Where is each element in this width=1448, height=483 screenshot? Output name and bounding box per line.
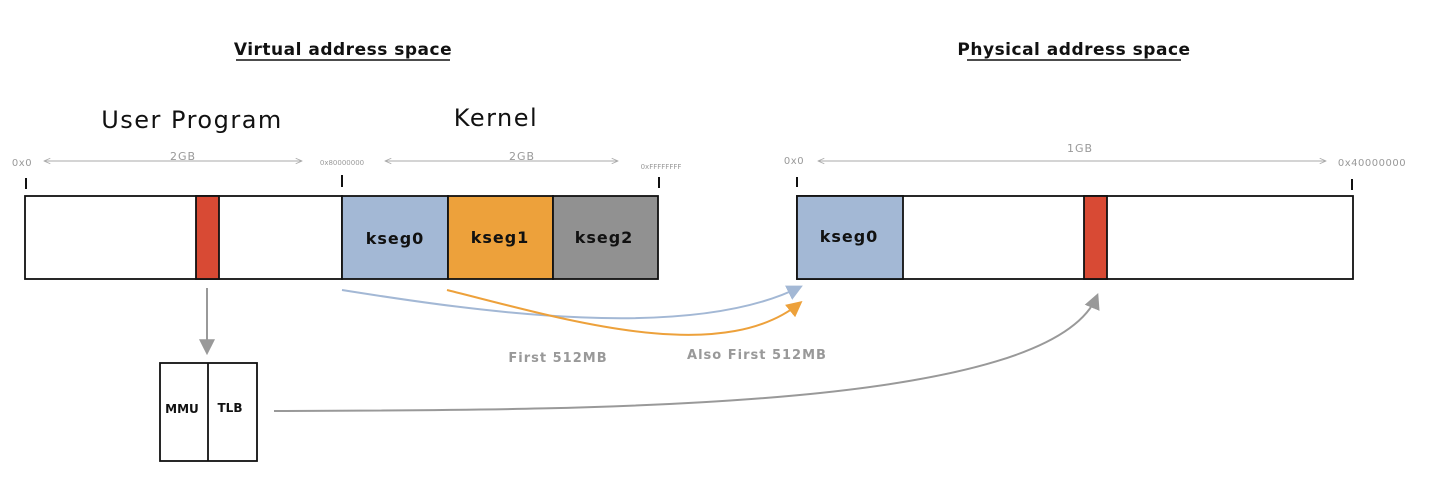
physical-kseg0-label: kseg0 [820,227,879,246]
virtual-space-title: Virtual address space [234,40,452,60]
physical-space-title: Physical address space [957,40,1190,60]
kernel-size-label: 2GB [509,150,535,163]
virtual-page-highlight [195,195,220,280]
mmu-label: MMU [165,402,199,416]
tlb-label: TLB [218,401,243,415]
physical-addr-end: 0x40000000 [1338,158,1406,169]
kseg1-mapping-arrow [446,289,803,336]
kernel-label: Kernel [454,104,538,132]
virtual-addr-end: 0xFFFFFFFF [641,163,682,171]
physical-size-label: 1GB [1067,142,1093,155]
user-program-label: User Program [101,106,283,134]
kseg1-region [447,195,554,280]
kseg1-note: Also First 512MB [687,348,827,363]
kseg0-label: kseg0 [366,229,425,248]
physical-kseg0-region [796,195,904,280]
virtual-addr-kernel-start: 0x80000000 [320,159,364,167]
virtual-addr-start: 0x0 [12,158,32,169]
tlb-mapping-arrow [273,293,1100,412]
user-size-label: 2GB [170,150,196,163]
kseg1-label: kseg1 [471,228,530,247]
kseg2-label: kseg2 [575,228,634,247]
user-program-region [24,195,343,280]
kseg0-note: First 512MB [508,351,607,366]
kseg0-region [341,195,449,280]
physical-address-bar: kseg0 [796,195,1354,280]
physical-addr-start: 0x0 [784,156,804,167]
kseg0-mapping-arrow [341,285,803,320]
kseg2-region [552,195,659,280]
physical-page-highlight [1083,195,1108,280]
virtual-address-bar: kseg0 kseg1 kseg2 [24,195,659,280]
mmu-tlb-unit: MMU TLB [159,362,258,462]
